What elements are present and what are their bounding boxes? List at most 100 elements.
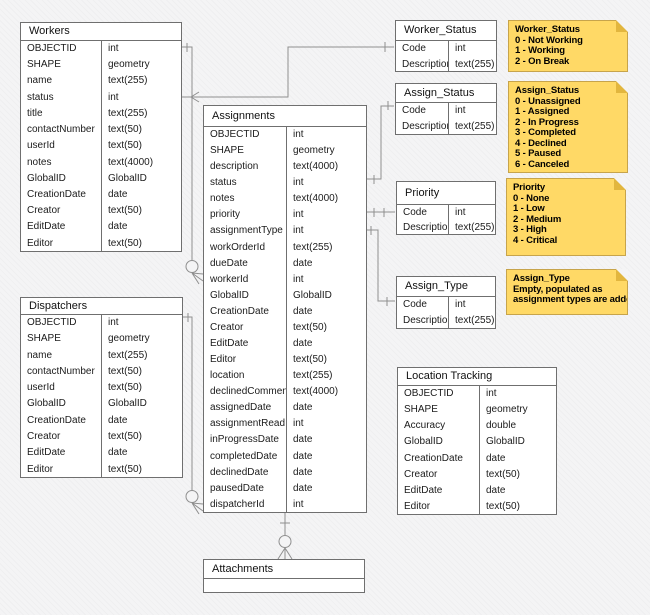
entity-title[interactable]: Assignments: [204, 106, 366, 127]
connector-dispatchers-assignments[interactable]: [183, 313, 204, 515]
connector-assignments-attachments[interactable]: [277, 513, 293, 560]
connector-workers-assignments[interactable]: [182, 43, 204, 285]
connector-assignments-assign-status[interactable]: [367, 101, 394, 184]
connector-assignments-assign-type[interactable]: [367, 226, 395, 306]
field-type: date: [293, 305, 313, 317]
entity-title[interactable]: Worker_Status: [396, 21, 496, 41]
connector-workers-worker-status[interactable]: [182, 42, 394, 103]
note-fold-corner-icon: [616, 269, 628, 281]
entity-title[interactable]: Workers: [21, 23, 181, 41]
connector-line[interactable]: [182, 46, 193, 260]
entity-assign-type[interactable]: Assign_TypeCodeintDescriptiontext(255): [396, 276, 496, 329]
entity-title[interactable]: Priority: [397, 182, 495, 205]
entity-priority[interactable]: PriorityCodeintDescriptiontext(255): [396, 181, 496, 235]
entity-title[interactable]: Assign_Status: [396, 84, 496, 103]
entity-title[interactable]: Assign_Type: [397, 277, 495, 297]
connector-line[interactable]: [183, 316, 193, 490]
entity-attachments[interactable]: Attachments: [203, 559, 365, 593]
zero-or-many-circle-icon: [185, 260, 199, 273]
entity-title[interactable]: Location Tracking: [398, 368, 556, 386]
entity-title[interactable]: Dispatchers: [21, 298, 182, 315]
connector-line[interactable]: [182, 46, 394, 98]
field-name: userId: [27, 140, 55, 152]
field-type: text(50): [293, 354, 327, 366]
entity-title[interactable]: Attachments: [204, 560, 364, 579]
connector-assignments-priority[interactable]: [367, 208, 395, 217]
